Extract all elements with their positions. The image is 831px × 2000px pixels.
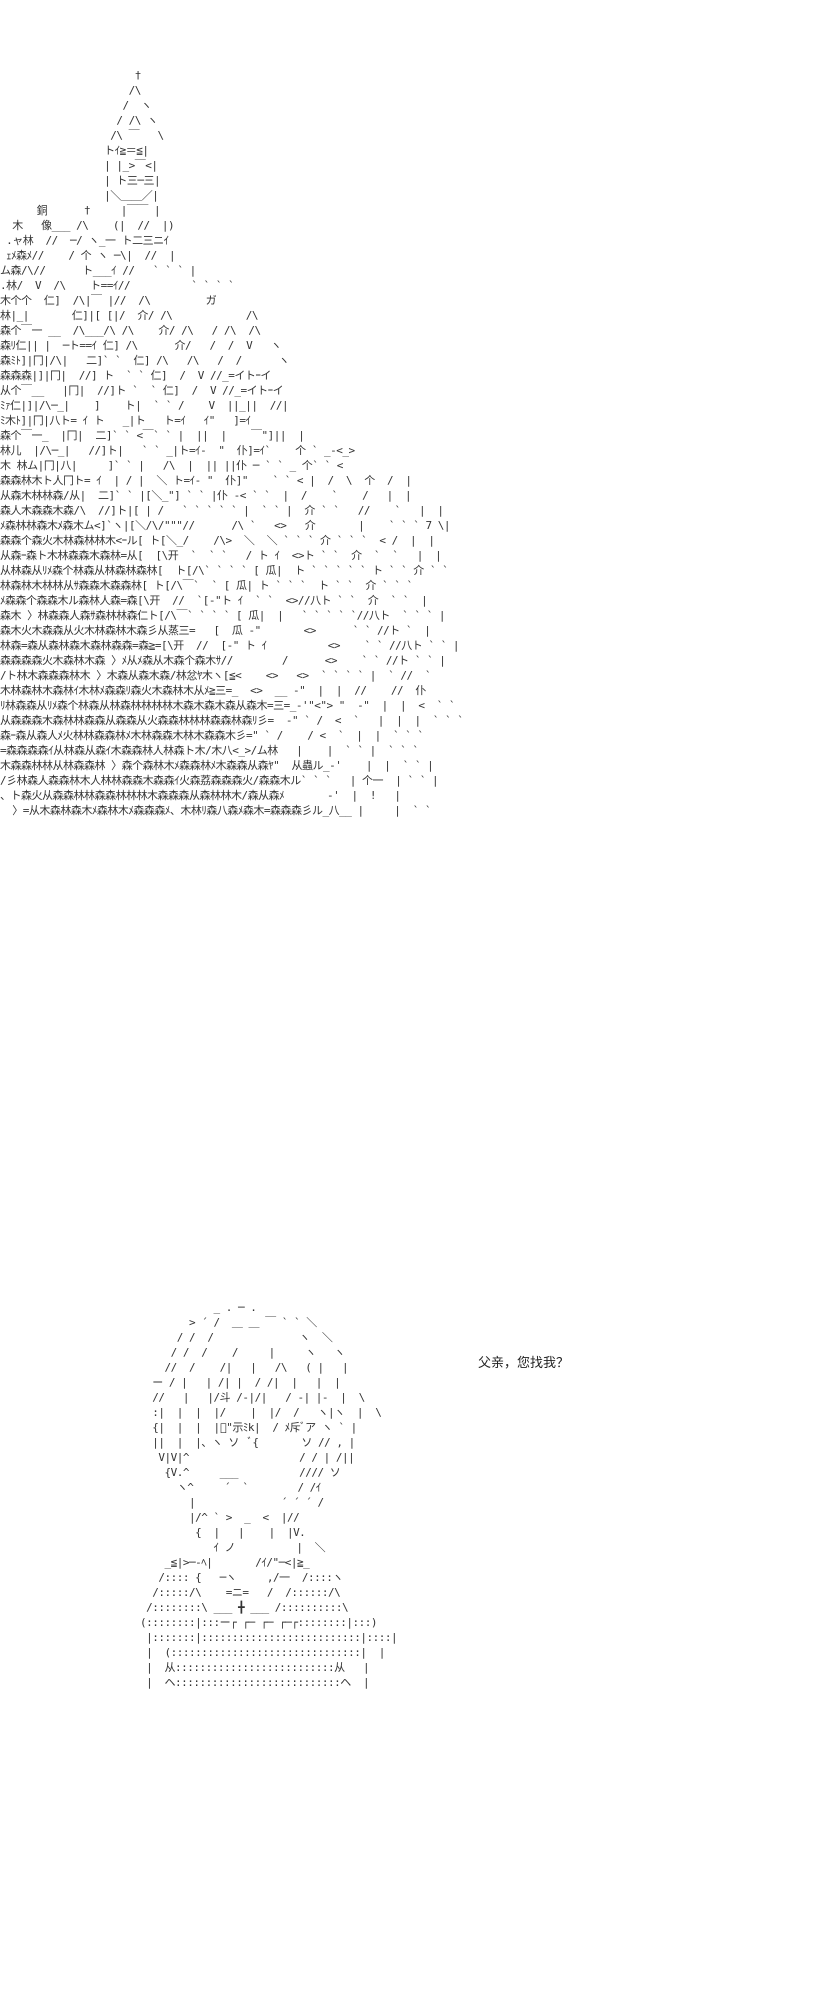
castle-ascii-art: † /\ / ヽ / /\ ヽ /\ ￣ \ トｲ≧＝≦| | |_>￣<| |… [0,69,464,817]
dialogue-line: 父亲，您找我？ [478,1356,570,1371]
character-ascii-art: _ . ─ . > ´ / ＿ ＿ ￣ ` ` ＼ / / / ヽ ＼ / / … [140,1301,398,1689]
